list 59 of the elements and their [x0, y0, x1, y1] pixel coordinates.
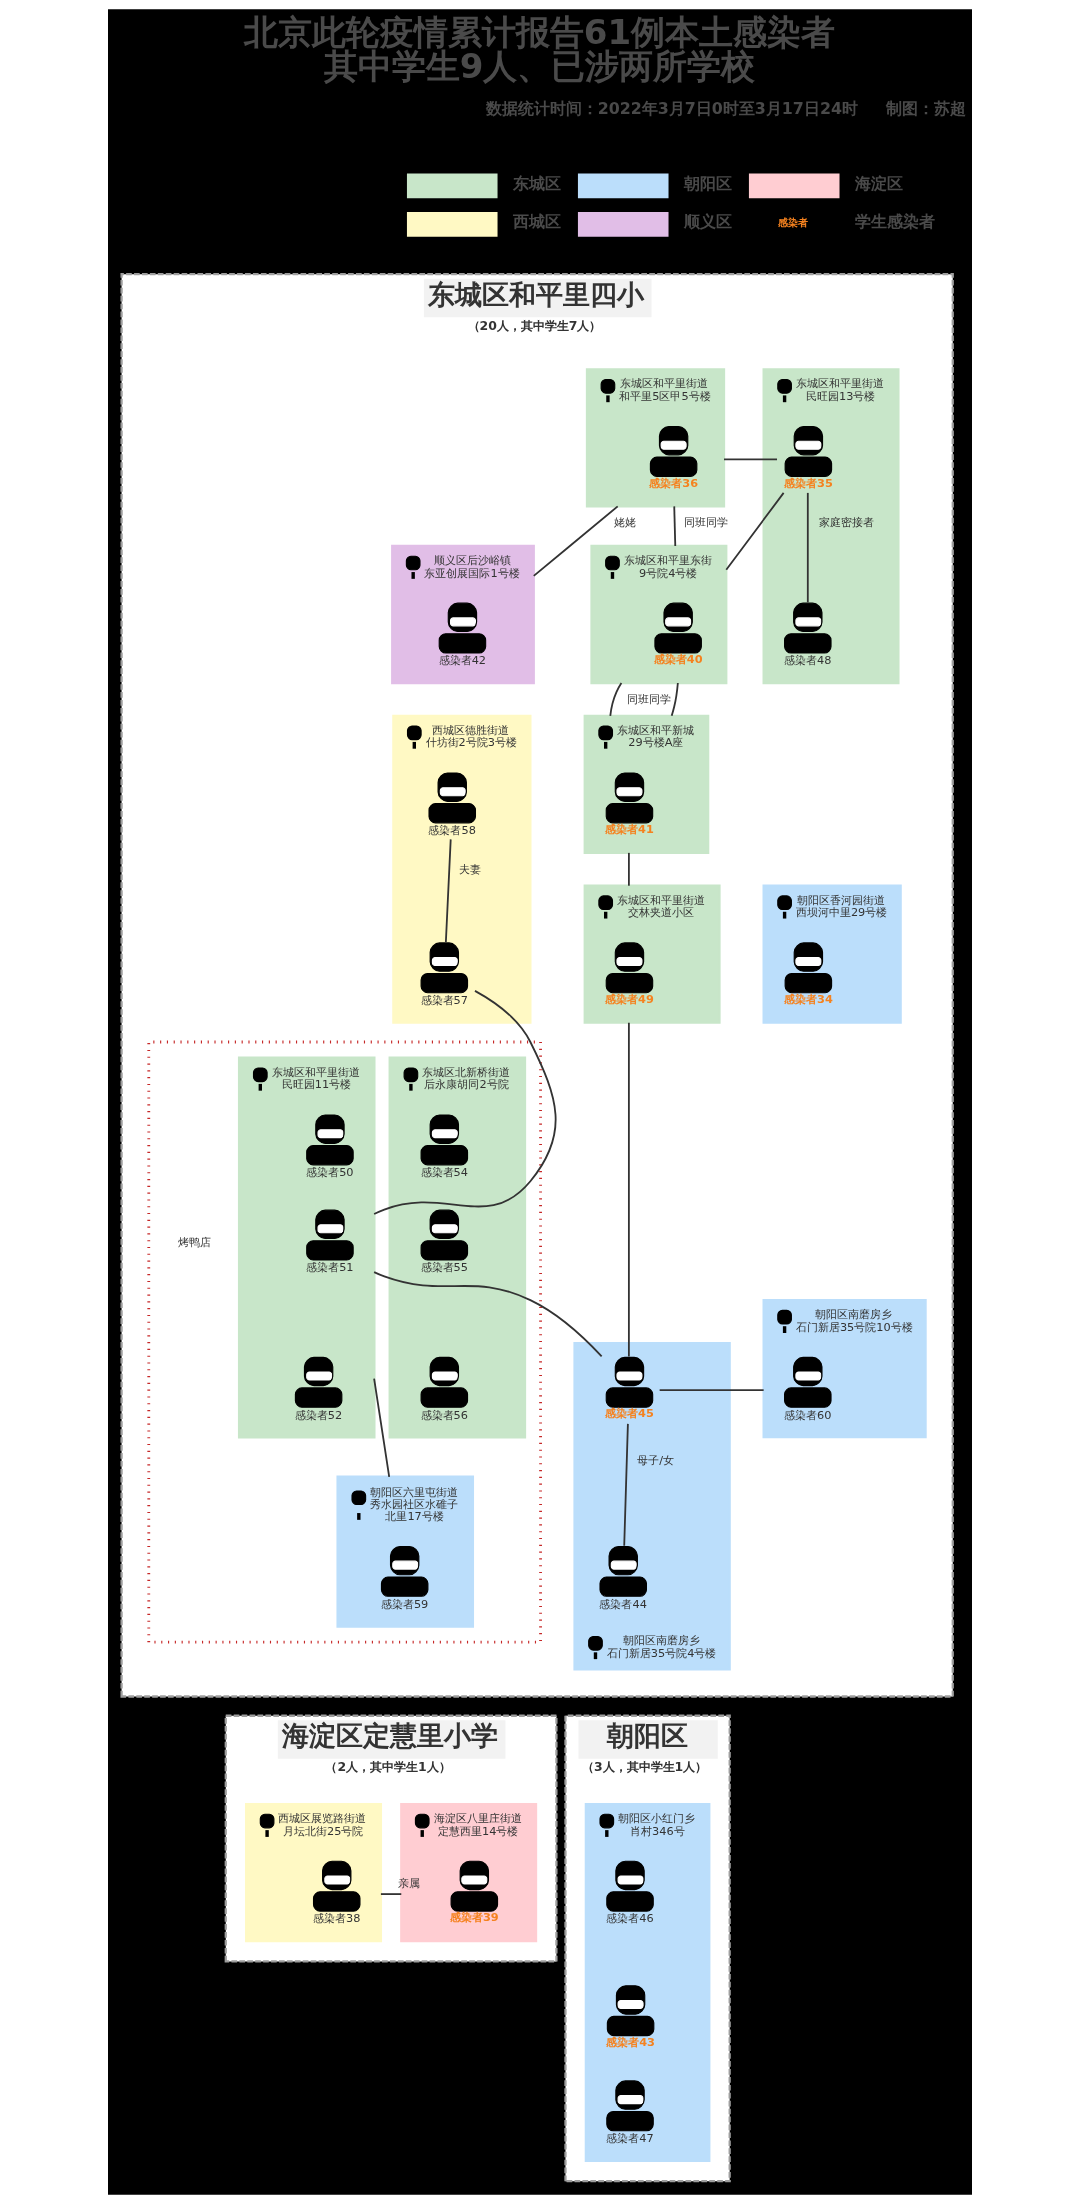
- connector: [670, 682, 679, 717]
- node-label: 感染者50: [306, 1165, 354, 1180]
- connector: [380, 1893, 403, 1895]
- legend-label: 朝阳区: [684, 173, 733, 193]
- node-label: 感染者34: [784, 991, 833, 1006]
- legend-label: 东城区: [513, 173, 562, 193]
- node-label: 感染者36: [649, 475, 699, 490]
- node-label: 感染者51: [306, 1260, 354, 1275]
- node-label: 感染者43: [606, 2034, 655, 2049]
- label: 制图：苏超: [885, 99, 966, 119]
- node-label: 感染者44: [599, 1596, 647, 1611]
- connector: [373, 1271, 603, 1358]
- legend-label: 学生感染者: [855, 212, 936, 232]
- connector: [623, 1422, 629, 1547]
- node-label: 感染者57: [420, 993, 468, 1008]
- connector: [444, 838, 452, 943]
- connector: [628, 851, 630, 887]
- label: 烤鸭店: [178, 1234, 212, 1249]
- node-label: 感染者41: [605, 822, 654, 837]
- label: 数据统计时间：2022年3月7日0时至3月17日24时: [485, 99, 858, 119]
- node-label: 感染者55: [420, 1260, 468, 1275]
- node-label: 感染者46: [606, 1911, 654, 1926]
- node-label: 感染者54: [420, 1165, 468, 1180]
- node-label: 感染者47: [606, 2131, 654, 2146]
- edge-label: 同班同学: [626, 691, 671, 706]
- node-label: 感染者60: [784, 1407, 832, 1422]
- legend-label: 西城区: [513, 212, 562, 232]
- node-label: 感染者58: [428, 823, 476, 838]
- node-label: 感染者38: [312, 1911, 361, 1926]
- node-label: 感染者59: [380, 1596, 429, 1611]
- node-label: 感染者35: [784, 475, 833, 490]
- node-label: 感染者52: [294, 1407, 343, 1422]
- edge-label: 母子/女: [637, 1452, 675, 1467]
- node-label: 感染者48: [784, 653, 832, 668]
- connector: [673, 505, 677, 547]
- connector: [723, 458, 778, 461]
- node-label: 感染者40: [653, 652, 703, 667]
- edge-label: 夫妻: [459, 861, 482, 876]
- edge-label: 同班同学: [684, 515, 729, 530]
- connector: [725, 492, 785, 571]
- edge-label: 亲属: [398, 1875, 421, 1890]
- node-label: 感染者42: [438, 653, 487, 668]
- connector: [373, 1377, 391, 1478]
- legend-label: 海淀区: [855, 173, 904, 193]
- diagram-title: 北京此轮疫情累计报告61例本土感染者其中学生9人、已涉两所学校: [243, 12, 836, 87]
- cluster: [147, 1040, 542, 1644]
- edge-label: 家庭密接者: [818, 515, 874, 530]
- edge-label: 姥姥: [614, 515, 637, 530]
- node-label: 感染者56: [420, 1407, 468, 1422]
- node-label: 感染者45: [605, 1406, 654, 1421]
- node-label: 感染者39: [449, 1910, 499, 1925]
- label: 感染者: [778, 216, 809, 228]
- node-label: 感染者49: [605, 991, 654, 1006]
- connector: [609, 682, 623, 717]
- connector: [373, 989, 557, 1215]
- connector: [628, 1021, 630, 1358]
- connector: [806, 492, 809, 604]
- connector: [658, 1389, 765, 1392]
- legend-label: 顺义区: [684, 212, 733, 232]
